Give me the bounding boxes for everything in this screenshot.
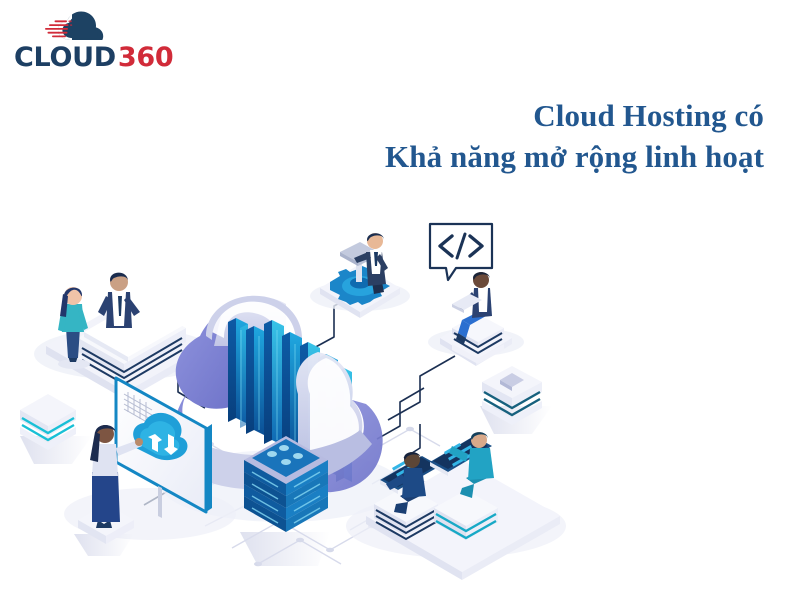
logo-wordmark: CLOUD360 (14, 42, 174, 73)
person-analyst-back (449, 432, 494, 498)
headline-line-1: Cloud Hosting có (533, 98, 764, 133)
cloud-sync-icon (133, 412, 188, 461)
person-operator (74, 425, 143, 556)
workstation-seat-right (434, 490, 498, 540)
illustration-svg (20, 222, 566, 580)
person-receptionist (98, 272, 140, 328)
node-dashboard-workstation[interactable] (346, 432, 566, 580)
node-developer-code[interactable] (428, 222, 524, 366)
cloud-logo-icon (42, 10, 114, 46)
node-storage-block-right[interactable] (480, 366, 552, 434)
speed-lines-icon (45, 20, 73, 38)
node-cloud-screen[interactable] (64, 376, 236, 556)
brand-logo[interactable]: CLOUD360 (14, 10, 194, 80)
person-analyst-front (386, 452, 426, 514)
person-developer (452, 272, 492, 344)
node-reception-desk[interactable] (34, 272, 218, 400)
node-podium-speaker[interactable] (310, 233, 410, 318)
node-storage-block-left[interactable] (20, 394, 92, 464)
headline-line-2: Khả năng mở rộng linh hoạt (385, 138, 764, 174)
cloud-hosting-illustration (0, 196, 570, 596)
page-title: Cloud Hosting có Khả năng mở rộng linh h… (385, 96, 764, 178)
code-bubble-icon (428, 222, 494, 282)
person-speaker (354, 233, 388, 294)
logo-word-cloud: CLOUD (14, 42, 116, 73)
logo-word-360: 360 (117, 42, 174, 73)
person-visitor (58, 287, 90, 369)
node-server-stack[interactable] (240, 436, 330, 566)
